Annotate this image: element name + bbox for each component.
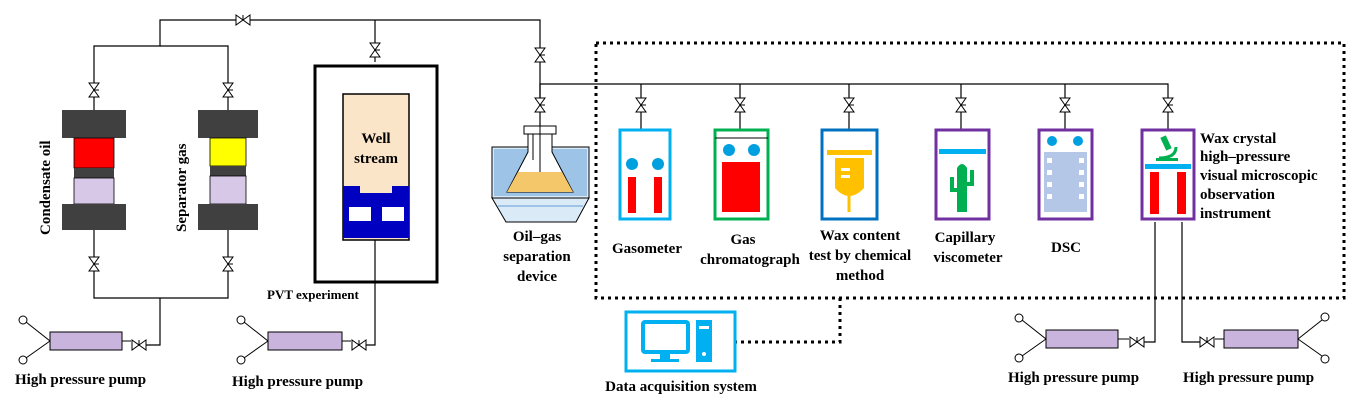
wax-content-instrument — [820, 128, 879, 221]
valve-pump-3[interactable] — [1129, 336, 1145, 348]
microscope-icon — [1156, 135, 1178, 161]
high-pressure-pump-2 — [236, 315, 351, 365]
valve-top[interactable] — [235, 14, 251, 26]
gasometer-instrument — [618, 128, 672, 221]
valve-separator-top[interactable] — [222, 82, 234, 98]
well-stream-label-2: stream — [354, 151, 398, 167]
wax-crystal-label-5: instrument — [1200, 206, 1271, 222]
valve-separator-device-top[interactable] — [534, 47, 546, 63]
oil-gas-label-1: Oil–gas — [513, 229, 562, 245]
pvt-experiment-label: PVT experiment — [267, 287, 359, 302]
wax-crystal-label-2: high–pressure — [1200, 149, 1291, 165]
wax-crystal-instrument — [1140, 128, 1196, 221]
computer-icon — [641, 320, 712, 362]
oil-gas-label-3: device — [517, 269, 557, 285]
valve-gas-chromatograph[interactable] — [734, 97, 746, 113]
gas-chromatograph-instrument — [713, 128, 770, 221]
wax-crystal-label-3: visual microscopic — [1200, 168, 1318, 184]
data-link-line — [735, 298, 842, 344]
high-pressure-pump-1 — [18, 315, 131, 365]
pump-2-label: High pressure pump — [232, 374, 363, 390]
valve-pump-1[interactable] — [131, 339, 147, 351]
high-pressure-pump-4 — [1215, 312, 1330, 364]
well-stream-label-1: Well — [361, 131, 390, 147]
valve-condensate-top[interactable] — [88, 82, 100, 98]
wax-crystal-label-4: observation — [1200, 187, 1276, 203]
capillary-viscometer-label-2: viscometer — [933, 250, 1002, 266]
gas-chromatograph-label-2: chromatograph — [700, 252, 800, 268]
high-pressure-pump-3 — [1014, 313, 1129, 363]
valve-wax-crystal[interactable] — [1162, 97, 1174, 113]
oil-gas-label-2: separation — [503, 249, 571, 265]
valve-pvt-top[interactable] — [369, 42, 381, 58]
condensate-oil-label: Condensate oil — [38, 140, 54, 235]
valve-capillary[interactable] — [955, 97, 967, 113]
wax-content-label-3: method — [836, 268, 885, 284]
valve-pump-2[interactable] — [351, 339, 367, 351]
pump-1-label: High pressure pump — [15, 372, 146, 388]
wax-content-label-1: Wax content — [820, 228, 900, 244]
dsc-instrument — [1037, 128, 1094, 221]
valve-dsc[interactable] — [1059, 97, 1071, 113]
separator-gas-cylinder — [198, 110, 258, 230]
gas-chromatograph-label-1: Gas — [730, 232, 755, 248]
valve-wax-content[interactable] — [843, 97, 855, 113]
valve-separator-bottom[interactable] — [222, 256, 234, 272]
capillary-viscometer-instrument — [934, 128, 991, 221]
valve-condensate-bottom[interactable] — [88, 256, 100, 272]
pump-4-label: High pressure pump — [1183, 370, 1314, 386]
valve-pump-4[interactable] — [1199, 336, 1215, 348]
pump-3-label: High pressure pump — [1008, 370, 1139, 386]
pvt-cell — [313, 64, 439, 284]
condensate-oil-cylinder — [62, 110, 126, 230]
data-acquisition-system — [624, 310, 737, 373]
gasometer-label: Gasometer — [612, 241, 682, 257]
oil-gas-separation-device — [491, 113, 590, 223]
capillary-viscometer-label-1: Capillary — [935, 230, 996, 246]
dsc-label: DSC — [1051, 240, 1081, 256]
wax-crystal-label-1: Wax crystal — [1200, 131, 1276, 147]
wax-content-label-2: test by chemical — [809, 248, 911, 264]
analysis-enclosure — [594, 41, 1346, 300]
separator-gas-label: Separator gas — [174, 143, 190, 232]
valve-separator-device-inlet[interactable] — [534, 97, 546, 113]
valve-gasometer[interactable] — [635, 97, 647, 113]
data-acquisition-label: Data acquisition system — [605, 379, 757, 395]
